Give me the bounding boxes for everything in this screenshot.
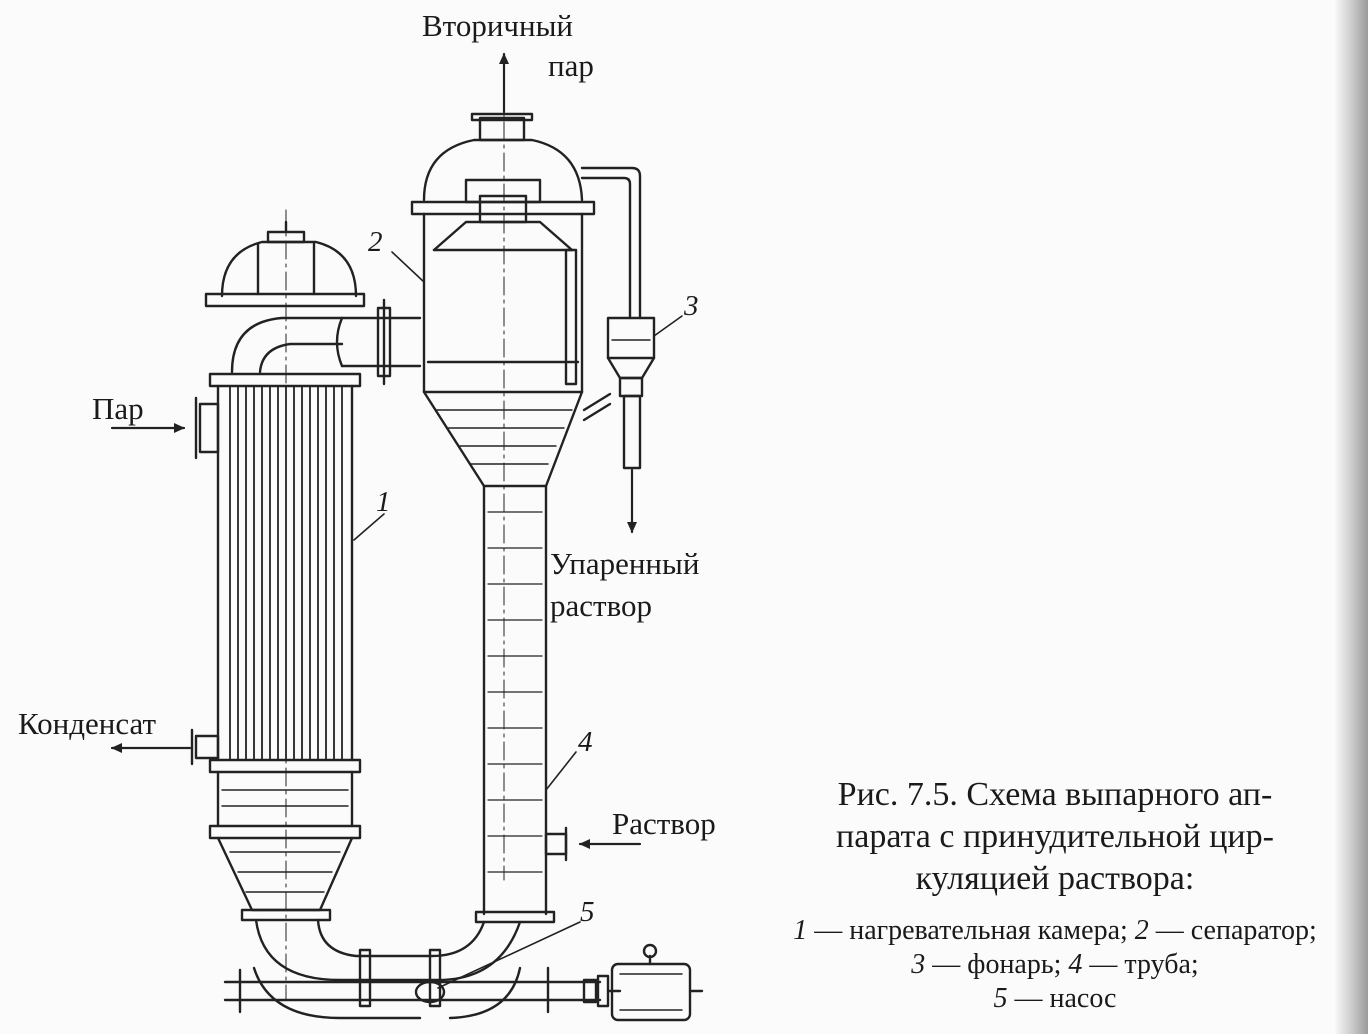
label-condensate: Конденсат — [18, 706, 156, 741]
leader-lines — [353, 251, 683, 989]
lantern-pipe — [580, 166, 642, 422]
heating-chamber — [190, 209, 366, 1001]
figure-caption: Рис. 7.5. Схема выпарного ап- парата с п… — [760, 774, 1350, 1016]
label-secondary-steam-line2: пар — [548, 48, 594, 83]
legend-item-5: 5 — насос — [993, 983, 1117, 1014]
caption-legend: 1 — нагревательная камера; 2 — сепаратор… — [760, 914, 1350, 1016]
circulation-pipe — [474, 484, 568, 924]
number-5-pump: 5 — [580, 896, 595, 928]
number-3-lantern: 3 — [684, 290, 699, 322]
caption-line-2: парата с принудительной цир- — [836, 818, 1274, 855]
number-1-heating-chamber: 1 — [376, 486, 391, 518]
pump-assembly — [223, 918, 704, 1022]
separator — [410, 59, 596, 881]
legend-item-3: 3 — фонарь; — [911, 949, 1062, 980]
legend-item-4: 4 — труба; — [1068, 949, 1199, 980]
connecting-pipe — [335, 298, 422, 386]
legend-item-2: 2 — сепаратор; — [1134, 915, 1317, 946]
label-steam: Пар — [92, 391, 144, 426]
number-2-separator: 2 — [368, 226, 383, 258]
caption-line-1: Рис. 7.5. Схема выпарного ап- — [837, 776, 1273, 813]
label-evaporated-solution-line2: раствор — [550, 588, 652, 623]
legend-item-1: 1 — нагревательная камера; — [793, 915, 1128, 946]
label-secondary-steam-line1: Вторичный — [422, 8, 574, 43]
caption-title: Рис. 7.5. Схема выпарного ап- парата с п… — [760, 774, 1350, 900]
lantern — [606, 316, 656, 470]
scan-page-edge-shadow — [1334, 0, 1368, 1034]
label-solution: Раствор — [612, 806, 716, 841]
label-evaporated-solution-line1: Упаренный — [550, 546, 700, 581]
number-4-pipe: 4 — [578, 726, 593, 758]
flow-arrows — [110, 52, 642, 849]
caption-line-3: куляцией раствора: — [915, 860, 1195, 897]
